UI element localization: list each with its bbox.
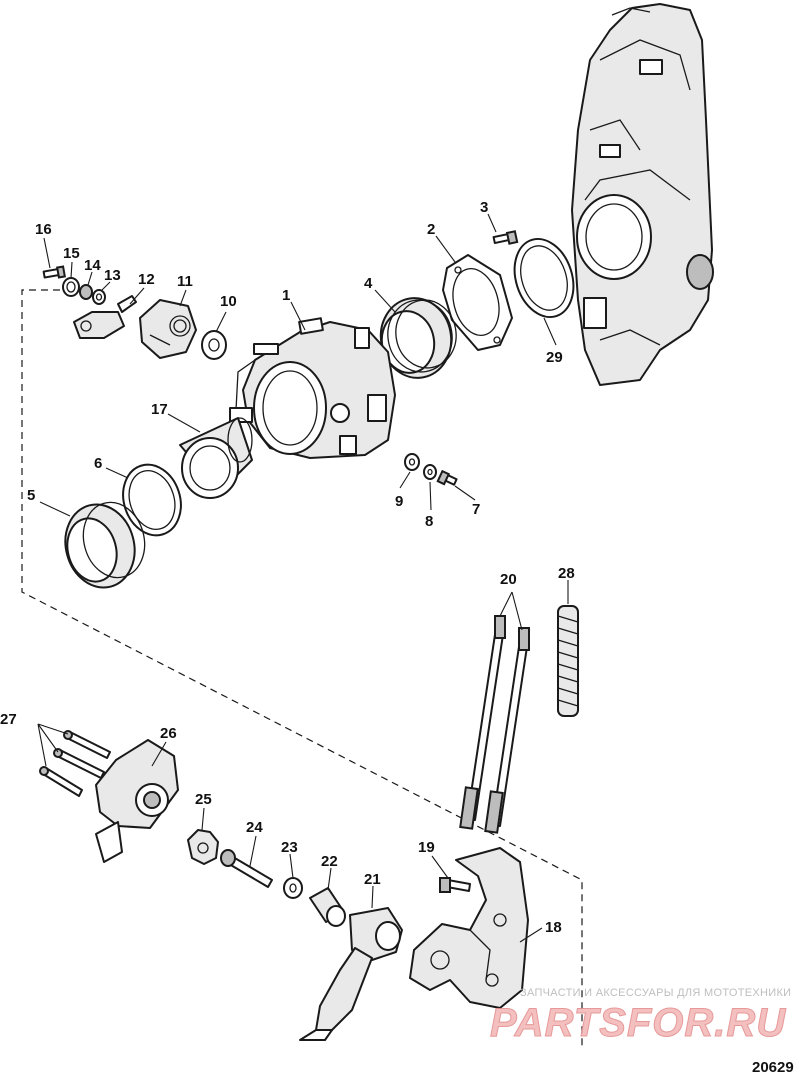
exhaust-housing	[571, 3, 714, 386]
assembly-boundary	[21, 289, 583, 1048]
callout-16: 16	[35, 221, 52, 238]
callout-29: 29	[546, 349, 563, 366]
part-22-spacer	[309, 887, 346, 927]
part-20-hoses	[459, 615, 530, 834]
callout-11: 11	[177, 273, 193, 290]
part-23-washer	[283, 877, 303, 899]
watermark-tagline: ЗАПЧАСТИ И АКСЕССУАРЫ ДЛЯ МОТОТЕХНИКИ	[520, 987, 791, 999]
part-7-screw	[436, 469, 458, 486]
part-26-pump-body	[95, 739, 179, 863]
part-8-washer	[423, 464, 437, 480]
callout-7: 7	[472, 501, 480, 518]
callout-25: 25	[195, 791, 212, 808]
callout-20: 20	[500, 571, 517, 588]
part-9-washer	[404, 453, 420, 471]
callout-8: 8	[425, 513, 433, 530]
part-24-bolt	[220, 849, 273, 888]
callout-10: 10	[220, 293, 237, 310]
figure-id: 20629	[752, 1059, 794, 1076]
callout-labels: 1 2 3 4 5 6 7 8 9 10 11 12 13 14 15 16 1…	[0, 199, 575, 936]
callout-5: 5	[27, 487, 35, 504]
callout-17: 17	[151, 401, 168, 418]
part-25-gear	[187, 829, 219, 865]
watermark: ЗАПЧАСТИ И АКСЕССУАРЫ ДЛЯ МОТОТЕХНИКИ PA…	[490, 987, 792, 1046]
part-13-washer	[92, 289, 106, 305]
part-15-bushing	[62, 277, 80, 297]
callout-1: 1	[282, 287, 290, 304]
part-28-spring	[557, 605, 579, 717]
watermark-brand: PARTSFOR.RU	[490, 1001, 786, 1045]
leader-lines	[37, 213, 569, 943]
callout-15: 15	[63, 245, 80, 262]
part-14-nut	[79, 284, 93, 300]
callout-18: 18	[545, 919, 562, 936]
callout-23: 23	[281, 839, 298, 856]
callout-28: 28	[558, 565, 575, 582]
callout-12: 12	[138, 271, 155, 288]
part-18-bracket	[409, 847, 529, 1009]
callout-3: 3	[480, 199, 488, 216]
part-3-screw	[492, 230, 519, 245]
part-16-screw	[42, 265, 66, 279]
callout-6: 6	[94, 455, 102, 472]
callout-2: 2	[427, 221, 435, 238]
callout-14: 14	[84, 257, 101, 274]
callout-9: 9	[395, 493, 403, 510]
part-29-sealing-ring	[513, 237, 575, 319]
callout-24: 24	[246, 819, 263, 836]
callout-21: 21	[364, 871, 381, 888]
part-19-bolt	[439, 877, 471, 893]
callout-13: 13	[104, 267, 121, 284]
callout-26: 26	[160, 725, 177, 742]
part-10-bushing	[201, 330, 227, 360]
part-11-spring-bracket	[139, 299, 197, 359]
part-6-clamp	[122, 463, 182, 537]
part-27-bolts	[39, 730, 111, 797]
part-1-main-housing	[229, 317, 396, 459]
part-21-lever	[299, 907, 403, 1041]
callout-27: 27	[0, 711, 17, 728]
part-5-sleeve	[64, 501, 146, 589]
part-17-cone-seal	[179, 417, 253, 499]
callout-4: 4	[364, 275, 373, 292]
callout-19: 19	[418, 839, 435, 856]
part-2-gasket	[442, 254, 513, 351]
part-4-bellows	[379, 297, 457, 379]
part-12-link	[73, 295, 137, 339]
callout-22: 22	[321, 853, 338, 870]
